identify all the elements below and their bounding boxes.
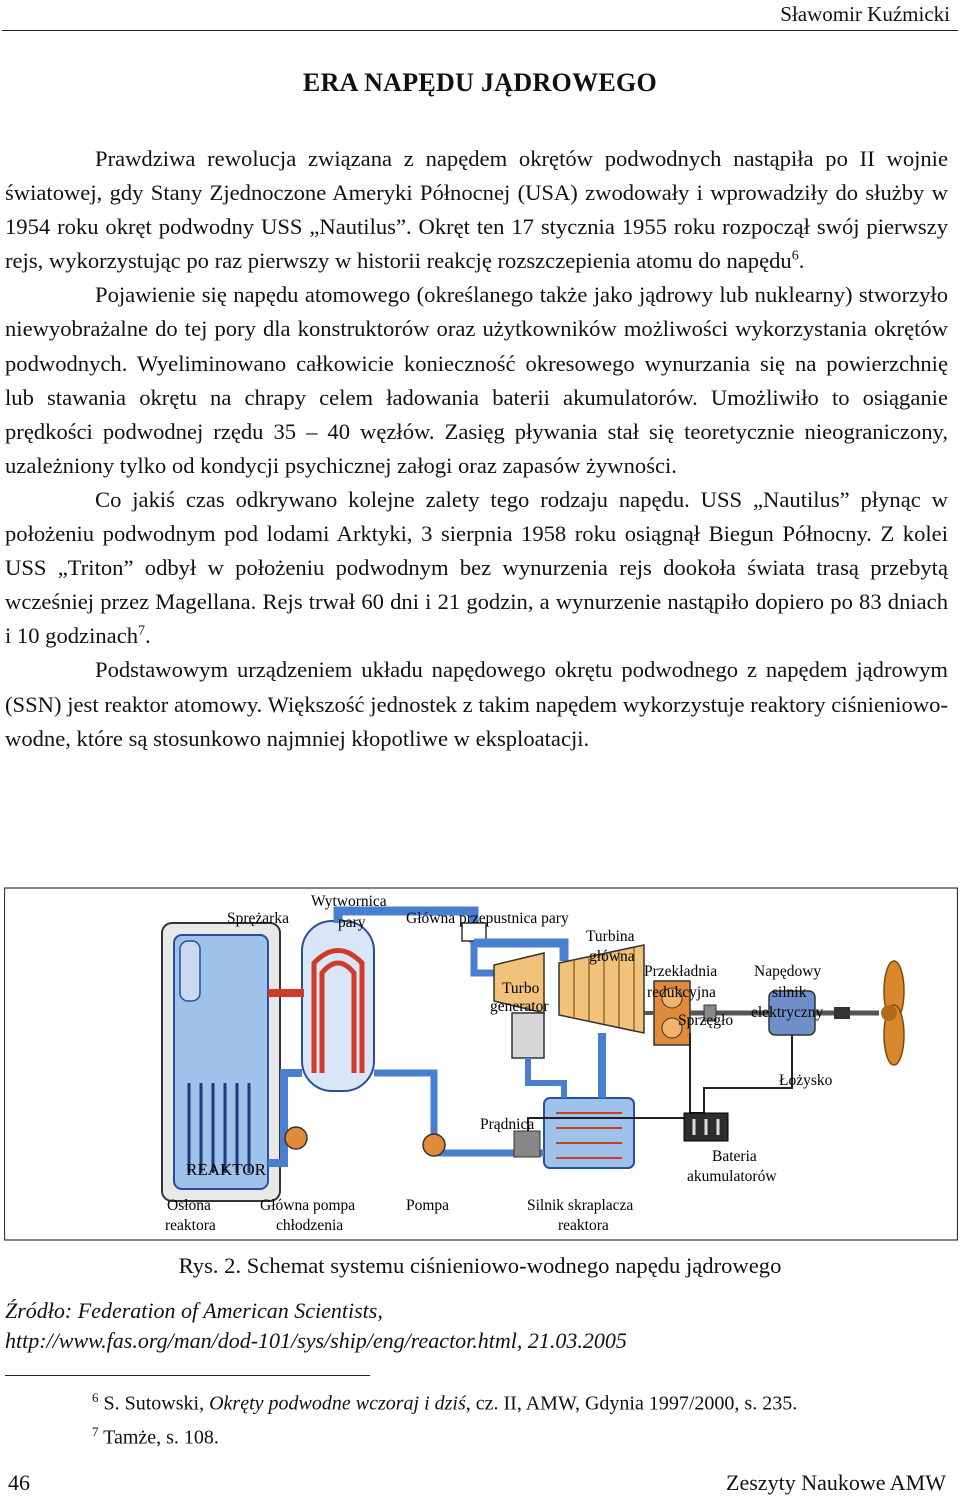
label-przepustnica: Główna przepustnica pary: [406, 910, 569, 927]
propeller-icon: [881, 960, 905, 1066]
body-text: Prawdziwa rewolucja związana z napędem o…: [5, 142, 948, 756]
label-silnik-skraplacza: Silnik skraplacza: [527, 1197, 633, 1214]
label-silnik: silnik: [772, 984, 807, 1001]
footnote-ref-6[interactable]: 6: [791, 248, 799, 264]
label-reaktor: REAKTOR: [186, 1160, 267, 1179]
footnotes: 6 S. Sutowski, Okręty podwodne wczoraj i…: [92, 1384, 797, 1451]
feedwater-line: [374, 1069, 544, 1157]
journal-name: Zeszyty Naukowe AMW: [726, 1470, 946, 1495]
paragraph-3: Co jakiś czas odkrywano kolejne zalety t…: [5, 486, 948, 649]
label-oslona-reaktora: reaktora: [165, 1217, 216, 1234]
paragraph-4: Podstawowym urządzeniem układu napędoweg…: [5, 657, 948, 751]
label-wytwornica-pary: pary: [338, 914, 366, 931]
source-link[interactable]: http://www.fas.org/man/dod-101/sys/ship/…: [5, 1328, 627, 1353]
label-turbo: Turbo: [502, 980, 540, 997]
label-silnik-napedowy: Napędowy: [754, 963, 821, 980]
reactor-core: [187, 1083, 251, 1173]
source-line-1: Źródło: Federation of American Scientist…: [5, 1298, 383, 1323]
footnote-6: 6 S. Sutowski, Okręty podwodne wczoraj i…: [92, 1390, 798, 1415]
label-turbo-generator: generator: [490, 998, 549, 1015]
paragraph-2: Pojawienie się napędu atomowego (określa…: [5, 282, 948, 478]
page-number: 46: [8, 1470, 30, 1495]
label-skraplacza-reaktora: reaktora: [558, 1217, 609, 1234]
main-turbine-icon: [558, 944, 645, 1034]
label-turbina: Turbina: [586, 928, 635, 945]
generator-icon: [513, 1130, 541, 1158]
figure-source: Źródło: Federation of American Scientist…: [5, 1296, 627, 1356]
footnote-7: 7 Tamże, s. 108.: [92, 1423, 219, 1449]
reactor-diagram: Sprężarka Wytwornica pary Główna przepus…: [4, 883, 958, 1245]
label-przekladnia: Przekładnia: [644, 963, 717, 980]
label-pradnica: Prądnica: [480, 1116, 534, 1133]
pressurizer-icon: [179, 940, 201, 1002]
condenser-icon: [543, 1097, 635, 1169]
label-oslona: Osłona: [167, 1197, 211, 1214]
label-glowna-pompa: Główna pompa: [260, 1197, 355, 1214]
label-silnik-elektryczny: elektryczny: [751, 1004, 824, 1021]
label-bateria: Bateria: [712, 1148, 757, 1165]
footnote-rule: [5, 1375, 370, 1376]
header-author: Sławomir Kuźmicki: [780, 2, 950, 26]
label-sprezarka: Sprężarka: [227, 910, 289, 927]
clutch-icon: [703, 1004, 717, 1022]
bearing-icon: [834, 1007, 850, 1019]
label-sprzeglo: Sprzęgło: [678, 1012, 733, 1029]
label-wytwornica: Wytwornica: [311, 893, 387, 910]
label-pompa: Pompa: [406, 1197, 449, 1214]
label-turbina-glowna: główna: [589, 948, 635, 965]
steam-generator-tubes: [311, 948, 365, 1073]
article-title: ERA NAPĘDU JĄDROWEGO: [302, 68, 658, 97]
figure-caption: Rys. 2. Schemat systemu ciśnieniowo-wodn…: [178, 1253, 782, 1278]
turbo-generator-body: [511, 1012, 545, 1059]
reactor-diagram-svg: Sprężarka Wytwornica pary Główna przepus…: [4, 887, 958, 1241]
feed-pump-icon: [422, 1133, 446, 1157]
main-coolant-pump-icon: [284, 1126, 308, 1150]
label-akumulatorow: akumulatorów: [687, 1168, 777, 1185]
paragraph-1: Prawdziwa rewolucja związana z napędem o…: [5, 146, 948, 274]
cold-leg-pipe: [268, 1069, 302, 1167]
footnote-ref-7[interactable]: 7: [138, 623, 146, 639]
label-chlodzenia: chłodzenia: [276, 1217, 343, 1234]
battery-icon: [683, 1112, 729, 1142]
label-przekladnia-redukcyjna: redukcyjna: [647, 984, 716, 1001]
header-rule: [2, 30, 958, 31]
label-lozysko: Łożysko: [779, 1072, 833, 1089]
